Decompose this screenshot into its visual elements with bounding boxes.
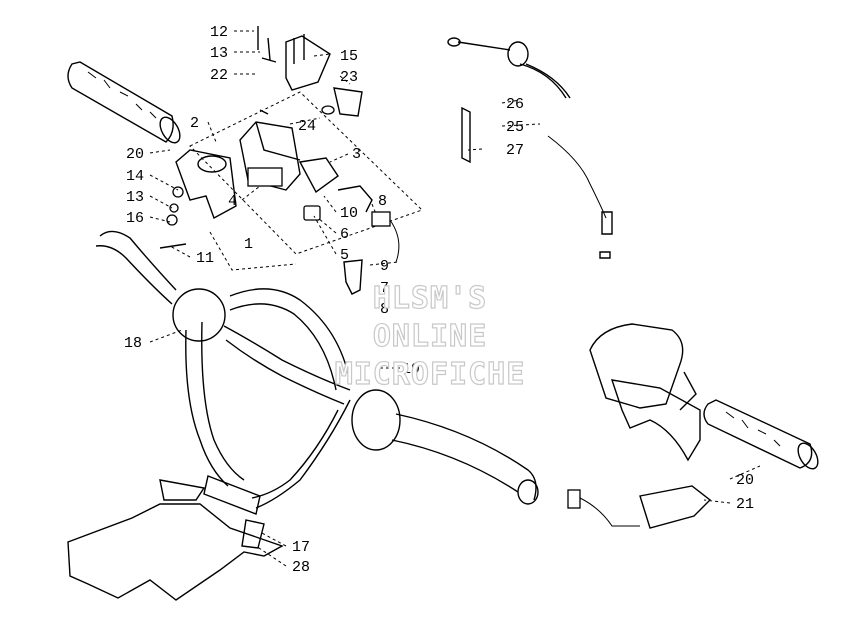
small-parts-icon <box>303 185 400 295</box>
handlebar-pad-icon <box>67 479 284 601</box>
callout-13: 13 <box>210 45 228 62</box>
callout-19: 19 <box>402 361 420 378</box>
grip-left-icon <box>67 61 181 144</box>
callout-27: 27 <box>506 142 524 159</box>
callout-21: 21 <box>736 496 754 513</box>
watermark-line1: HLSM'S <box>373 281 487 316</box>
brake-lever-icon <box>589 323 701 462</box>
callout-14: 14 <box>126 168 144 185</box>
callout-23: 23 <box>340 69 358 86</box>
callout-4: 4 <box>228 193 237 210</box>
wire-connector-icon <box>567 485 712 529</box>
callout-25: 25 <box>506 119 524 136</box>
callout-8: 8 <box>378 193 387 210</box>
callout-3: 3 <box>352 146 361 163</box>
callout-28: 28 <box>292 559 310 576</box>
callout-6: 6 <box>340 226 349 243</box>
handlebar-icon <box>95 230 539 515</box>
grip-right-icon <box>703 399 819 470</box>
callout-22: 22 <box>210 67 228 84</box>
callout-8: 8 <box>380 301 389 318</box>
callout-18: 18 <box>124 335 142 352</box>
bracket-icon <box>257 26 363 117</box>
callout-labels: 12 13 22 15 23 2 24 3 20 14 13 16 4 10 8… <box>124 24 754 576</box>
callout-2: 2 <box>190 115 199 132</box>
watermark: HLSM'S ONLINE MICROFICHE <box>334 280 526 392</box>
callout-20: 20 <box>736 472 754 489</box>
watermark-line2: ONLINE <box>373 319 487 354</box>
callout-11: 11 <box>196 250 214 267</box>
throttle-cable-icon <box>447 37 613 259</box>
callout-13: 13 <box>126 189 144 206</box>
callout-26: 26 <box>506 96 524 113</box>
callout-9: 9 <box>380 258 389 275</box>
watermark-line3: MICROFICHE <box>335 357 526 392</box>
callout-24: 24 <box>298 118 316 135</box>
callout-7: 7 <box>380 280 389 297</box>
callout-1: 1 <box>244 236 253 253</box>
callout-16: 16 <box>126 210 144 227</box>
callout-15: 15 <box>340 48 358 65</box>
leader-lines <box>149 30 761 567</box>
callout-5: 5 <box>340 247 349 264</box>
callout-20: 20 <box>126 146 144 163</box>
callout-17: 17 <box>292 539 310 556</box>
callout-12: 12 <box>210 24 228 41</box>
callout-10: 10 <box>340 205 358 222</box>
switch-housing-icon <box>159 91 423 271</box>
